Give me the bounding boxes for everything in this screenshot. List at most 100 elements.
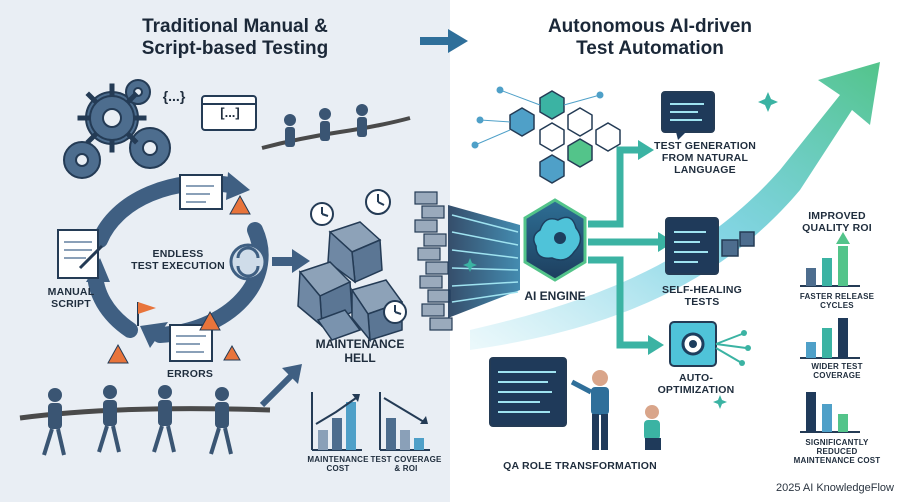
roi-bar-2 — [822, 258, 832, 286]
network-lines — [471, 86, 604, 149]
improved-quality-roi-label: IMPROVED QUALITY ROI — [784, 210, 890, 234]
self-healing-code-icon — [665, 217, 755, 275]
reduced-line-1: SIGNIFICANTLY — [805, 438, 869, 447]
maintenance-line-1: MAINTENANCE — [315, 337, 405, 351]
manual-script-label: MANUAL SCRIPT — [36, 286, 106, 310]
reduced-maintenance-chart — [800, 392, 860, 433]
faster-line-2: CYCLES — [820, 301, 854, 311]
tug-of-war-bottom-icon — [19, 385, 271, 456]
test-gen-line-3: LANGUAGE — [674, 164, 736, 177]
right-title-line-1: Autonomous AI-driven — [547, 16, 753, 37]
wider-coverage-chart — [800, 318, 860, 359]
error-window-icon — [169, 324, 213, 362]
coverage-wide-bar-2 — [822, 328, 832, 358]
ai-engine-label: AI ENGINE — [524, 289, 586, 303]
wider-line-2: COVERAGE — [813, 371, 861, 381]
chat-window-icon — [661, 91, 715, 140]
maintenance-cost-label: MAINTENANCE COST — [298, 455, 378, 473]
faster-release-label: FASTER RELEASE CYCLES — [784, 292, 890, 310]
reduced-maintenance-label: SIGNIFICANTLY REDUCED MAINTENANCE COST — [780, 438, 894, 466]
qa-role-transformation-label: QA ROLE TRANSFORMATION — [503, 460, 657, 472]
manual-line-2: SCRIPT — [51, 298, 91, 311]
flag-icon — [137, 302, 156, 326]
right-title: Autonomous AI-driven Test Automation — [520, 16, 780, 60]
warning-icon — [107, 194, 251, 364]
endless-test-execution-label: ENDLESS TEST EXECUTION — [118, 248, 238, 272]
auto-optimization-label: AUTO- OPTIMIZATION — [646, 372, 746, 396]
footer-credit: 2025 AI KnowledgeFlow — [775, 482, 894, 494]
auto-opt-line-1: AUTO- — [678, 372, 714, 384]
coverage-bar-2 — [400, 430, 410, 450]
clock-icon — [310, 189, 407, 324]
engine-gear-icon — [554, 232, 566, 244]
manual-line-1: MANUAL — [47, 286, 95, 298]
reduced-line-2: REDUCED — [816, 447, 858, 457]
auto-opt-line-2: OPTIMIZATION — [657, 384, 735, 397]
data-stream — [448, 205, 520, 318]
coverage-bar-3 — [414, 438, 424, 450]
test-gen-line-2: FROM NATURAL — [661, 152, 749, 165]
coverage-bar-1 — [386, 418, 396, 450]
branch-arrows — [588, 146, 660, 349]
gears-icon — [63, 79, 171, 179]
right-title-line-2: Test Automation — [576, 37, 724, 59]
maintenance-bar-2 — [332, 418, 342, 450]
maint-cost-line-2: COST — [326, 464, 350, 474]
left-title-line-1: Traditional Manual & — [142, 16, 328, 37]
self-healing-label: SELF-HEALING TESTS — [652, 284, 752, 308]
manual-script-document-icon — [57, 229, 104, 279]
roi-bar-1 — [806, 268, 816, 286]
endless-line-2: TEST EXECUTION — [131, 260, 225, 273]
improved-quality-roi-chart — [800, 232, 860, 287]
wider-coverage-label: WIDER TEST COVERAGE — [784, 362, 890, 380]
test-generation-label: TEST GENERATION FROM NATURAL LANGUAGE — [650, 140, 760, 176]
maint-cost-line-1: MAINTENANCE — [307, 455, 369, 464]
test-gen-line-1: TEST GENERATION — [654, 140, 756, 152]
cov-roi-line-2: & ROI — [394, 464, 418, 474]
maintenance-bar-3 — [346, 402, 356, 450]
arrow-to-maintenance-icon — [272, 249, 310, 273]
code-bracket-label: [...] — [220, 105, 240, 120]
errors-label: ERRORS — [166, 368, 214, 380]
maintenance-line-2: HELL — [344, 350, 376, 365]
coverage-roi-label: TEST COVERAGE & ROI — [366, 455, 446, 473]
sparkle-icon — [463, 92, 778, 409]
brick-wall-icon — [414, 191, 453, 331]
auto-optimization-gear-icon — [669, 321, 751, 367]
hexagon-network-icon — [509, 90, 621, 184]
reduced-line-3: MAINTENANCE COST — [793, 456, 881, 466]
test-coverage-roi-chart — [379, 392, 430, 451]
browser-window-icon — [179, 174, 223, 210]
reduced-bar-3 — [838, 414, 848, 432]
code-brace-label: {...} — [162, 88, 186, 104]
qa-analyst-icon — [644, 405, 661, 450]
refresh-icon — [229, 243, 267, 281]
maintenance-bar-1 — [318, 430, 328, 450]
maintenance-hell-label: MAINTENANCE HELL — [305, 337, 415, 366]
improved-line-1: IMPROVED — [808, 210, 866, 222]
header-arrow-icon — [420, 29, 468, 53]
ai-engine-hexagon — [523, 198, 587, 282]
tug-of-war-top-icon — [261, 104, 411, 150]
self-heal-line-1: SELF-HEALING — [662, 284, 742, 296]
endless-line-1: ENDLESS — [152, 248, 204, 260]
cov-roi-line-1: TEST COVERAGE — [370, 455, 442, 464]
qa-dashboard-icon — [489, 357, 567, 427]
reduced-bar-1 — [806, 392, 816, 432]
faster-line-1: FASTER RELEASE — [799, 292, 875, 301]
reduced-bar-2 — [822, 404, 832, 432]
improved-line-2: QUALITY ROI — [802, 222, 872, 235]
code-window-icon — [201, 95, 257, 131]
roi-bar-3 — [838, 246, 848, 286]
coverage-wide-bar-1 — [806, 342, 816, 358]
left-title-line-2: Script-based Testing — [141, 37, 329, 59]
coverage-wide-bar-3 — [838, 318, 848, 358]
qa-engineer-icon — [570, 370, 609, 450]
left-title: Traditional Manual & Script-based Testin… — [95, 16, 375, 60]
arrow-up-right-icon — [259, 364, 302, 408]
maintenance-cost-chart — [311, 392, 362, 451]
wider-line-1: WIDER TEST — [811, 362, 863, 371]
self-heal-line-2: TESTS — [684, 296, 720, 309]
growth-arrow-icon — [470, 62, 880, 350]
